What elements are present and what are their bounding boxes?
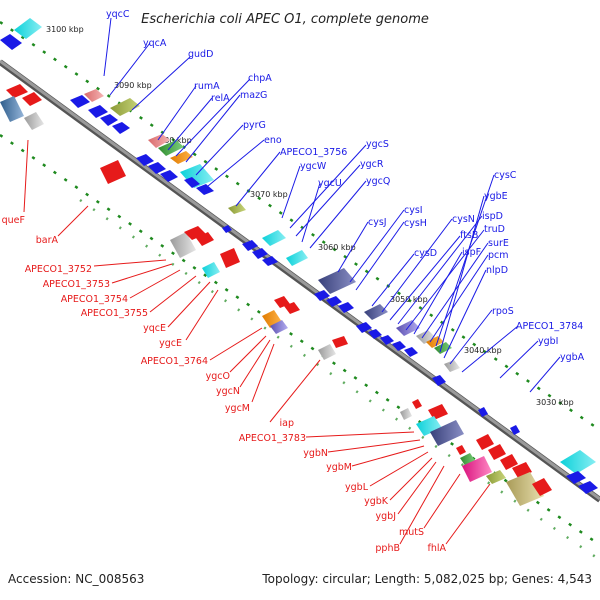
top-gene-label: cysC	[494, 170, 517, 181]
scale-label: 3040 kbp	[464, 346, 502, 355]
bottom-gene-label: APECO1_3754	[61, 294, 128, 305]
bottom-gene-label: fhlA	[427, 543, 446, 554]
top-gene-label: truD	[484, 224, 505, 235]
scale-label: 3080 kbp	[154, 136, 192, 145]
bottom-gene-label: ygcO	[206, 371, 230, 382]
top-gene-label: cysI	[404, 205, 423, 216]
top-gene-label: ygcU	[318, 178, 342, 189]
bottom-gene-label: APECO1_3752	[25, 264, 92, 275]
bottom-gene-label: APECO1_3755	[81, 308, 148, 319]
top-gene-label: ygbI	[538, 336, 558, 347]
top-gene-label: mazG	[240, 90, 267, 101]
bottom-gene-label: ygcM	[225, 403, 250, 414]
bottom-gene-label: APECO1_3764	[141, 356, 208, 367]
top-gene-label: chpA	[248, 73, 272, 84]
bottom-gene-label: iap	[280, 418, 295, 429]
genome-backbone	[0, 59, 600, 501]
far-scale-track	[79, 198, 600, 562]
accession-text: Accession: NC_008563	[8, 572, 145, 586]
top-gene-label: nlpD	[486, 265, 508, 276]
bottom-gene-label: barA	[36, 235, 59, 246]
top-gene-label: rpoS	[492, 306, 514, 317]
bottom-gene-label: ygbM	[326, 462, 352, 473]
bottom-gene-label: yqcE	[143, 323, 166, 334]
top-gene-label: ispF	[462, 247, 481, 258]
top-gene-label: ispD	[482, 211, 503, 222]
top-gene-label: cysD	[414, 248, 437, 259]
top-gene-label: yqcA	[143, 38, 167, 49]
top-gene-label: APECO1_3756	[280, 147, 347, 158]
bottom-leader-lines	[23, 139, 491, 545]
top-gene-label: ygcQ	[366, 176, 390, 187]
top-gene-label: pcm	[488, 250, 509, 261]
map-title: Escherichia coli APEC O1, complete genom…	[141, 12, 429, 27]
scale-label: 3070 kbp	[250, 190, 288, 199]
scale-label: 3030 kbp	[536, 398, 574, 407]
top-leader-lines	[103, 17, 561, 393]
bottom-gene-label: queF	[2, 215, 25, 226]
bottom-gene-label: ygbL	[345, 482, 369, 493]
top-gene-label: cysJ	[368, 217, 387, 228]
top-gene-label: rumA	[194, 81, 220, 92]
bottom-strand-features	[0, 84, 552, 506]
top-gene-label: ftsB	[460, 230, 478, 241]
top-gene-label: eno	[264, 135, 282, 146]
top-gene-label: gudD	[188, 49, 213, 60]
top-gene-label: ygcS	[366, 139, 389, 150]
bottom-gene-label: ygcE	[159, 338, 182, 349]
top-gene-label: cysN	[452, 214, 475, 225]
scale-label: 3050 kbp	[390, 295, 428, 304]
top-gene-label: APECO1_3784	[516, 321, 583, 332]
bottom-gene-label: ygbJ	[376, 511, 396, 522]
bottom-gene-label: mutS	[399, 527, 424, 538]
top-gene-label: ygcW	[300, 161, 327, 172]
bottom-gene-label: ygbK	[364, 496, 389, 507]
bottom-gene-label: APECO1_3753	[43, 279, 110, 290]
scale-label: 3060 kbp	[318, 243, 356, 252]
top-strand-features	[0, 18, 598, 494]
scale-labels: 3100 kbp 3090 kbp 3080 kbp 3070 kbp 3060 kbp…	[46, 25, 574, 407]
scale-label: 3090 kbp	[114, 81, 152, 90]
top-gene-label: cysH	[404, 218, 427, 229]
top-gene-label: ygbA	[560, 352, 585, 363]
scale-label: 3100 kbp	[46, 25, 84, 34]
top-gene-label: pyrG	[243, 120, 266, 131]
top-gene-label: ygcR	[360, 159, 384, 170]
bottom-gene-label: APECO1_3783	[239, 433, 306, 444]
bottom-gene-label: pphB	[375, 543, 400, 554]
bottom-gene-label: ygcN	[216, 386, 240, 397]
top-gene-label: relA	[211, 93, 230, 104]
bottom-gene-labels: queF barA APECO1_3752APECO1_3753APECO1_375…	[2, 215, 447, 554]
top-gene-label: yqcC	[106, 9, 130, 20]
bottom-gene-label: ygbN	[303, 448, 328, 459]
top-gene-labels: yqcCyqcAgudDrumArelAchpAmazGpyrGenoAPECO…	[106, 9, 585, 363]
top-gene-label: surE	[488, 238, 509, 249]
top-gene-label: ygbE	[484, 191, 508, 202]
topology-text: Topology: circular; Length: 5,082,025 bp…	[262, 572, 592, 586]
